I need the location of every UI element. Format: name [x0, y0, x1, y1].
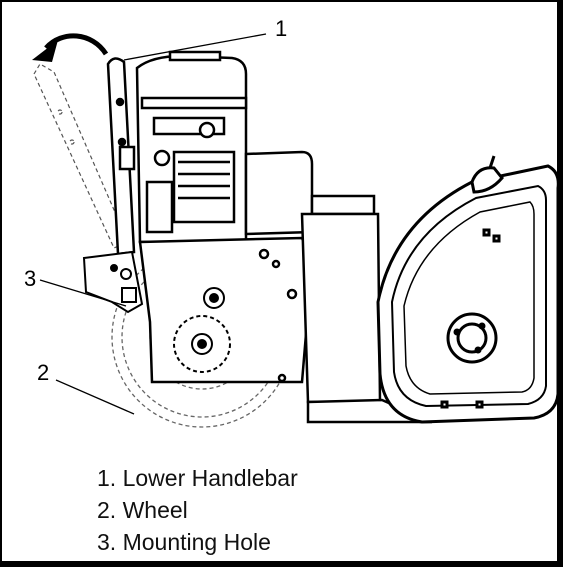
legend-number: 2.	[97, 497, 117, 523]
leader-line-2	[55, 379, 135, 415]
legend-item-2: 2. Wheel	[97, 494, 298, 526]
auger-housing-body	[300, 194, 433, 424]
leader-lines	[39, 33, 267, 415]
legend-number: 3.	[97, 529, 117, 555]
legend-label: Mounting Hole	[122, 529, 271, 555]
legend-label: Lower Handlebar	[122, 465, 298, 491]
legend-label: Wheel	[122, 497, 188, 523]
legend-number: 1.	[97, 465, 117, 491]
callout-2: 2	[37, 360, 50, 385]
legend-item-1: 1. Lower Handlebar	[97, 462, 298, 494]
frame-plate	[138, 236, 314, 384]
parts-legend: 1. Lower Handlebar 2. Wheel 3. Mounting …	[97, 462, 298, 558]
callout-1: 1	[275, 16, 288, 41]
lower-handlebar	[106, 57, 136, 256]
callout-3: 3	[24, 266, 37, 291]
engine	[135, 50, 248, 244]
legend-item-3: 3. Mounting Hole	[97, 526, 298, 558]
mounting-bracket	[82, 250, 144, 314]
snowblower-illustration	[32, 33, 559, 428]
curved-arrow-icon	[32, 33, 109, 62]
folded-handlebar-outline	[33, 63, 129, 249]
leader-line-3	[39, 279, 127, 307]
leader-line-1	[123, 33, 267, 61]
wheel-hub	[173, 287, 231, 373]
auger-housing-side	[376, 155, 559, 424]
